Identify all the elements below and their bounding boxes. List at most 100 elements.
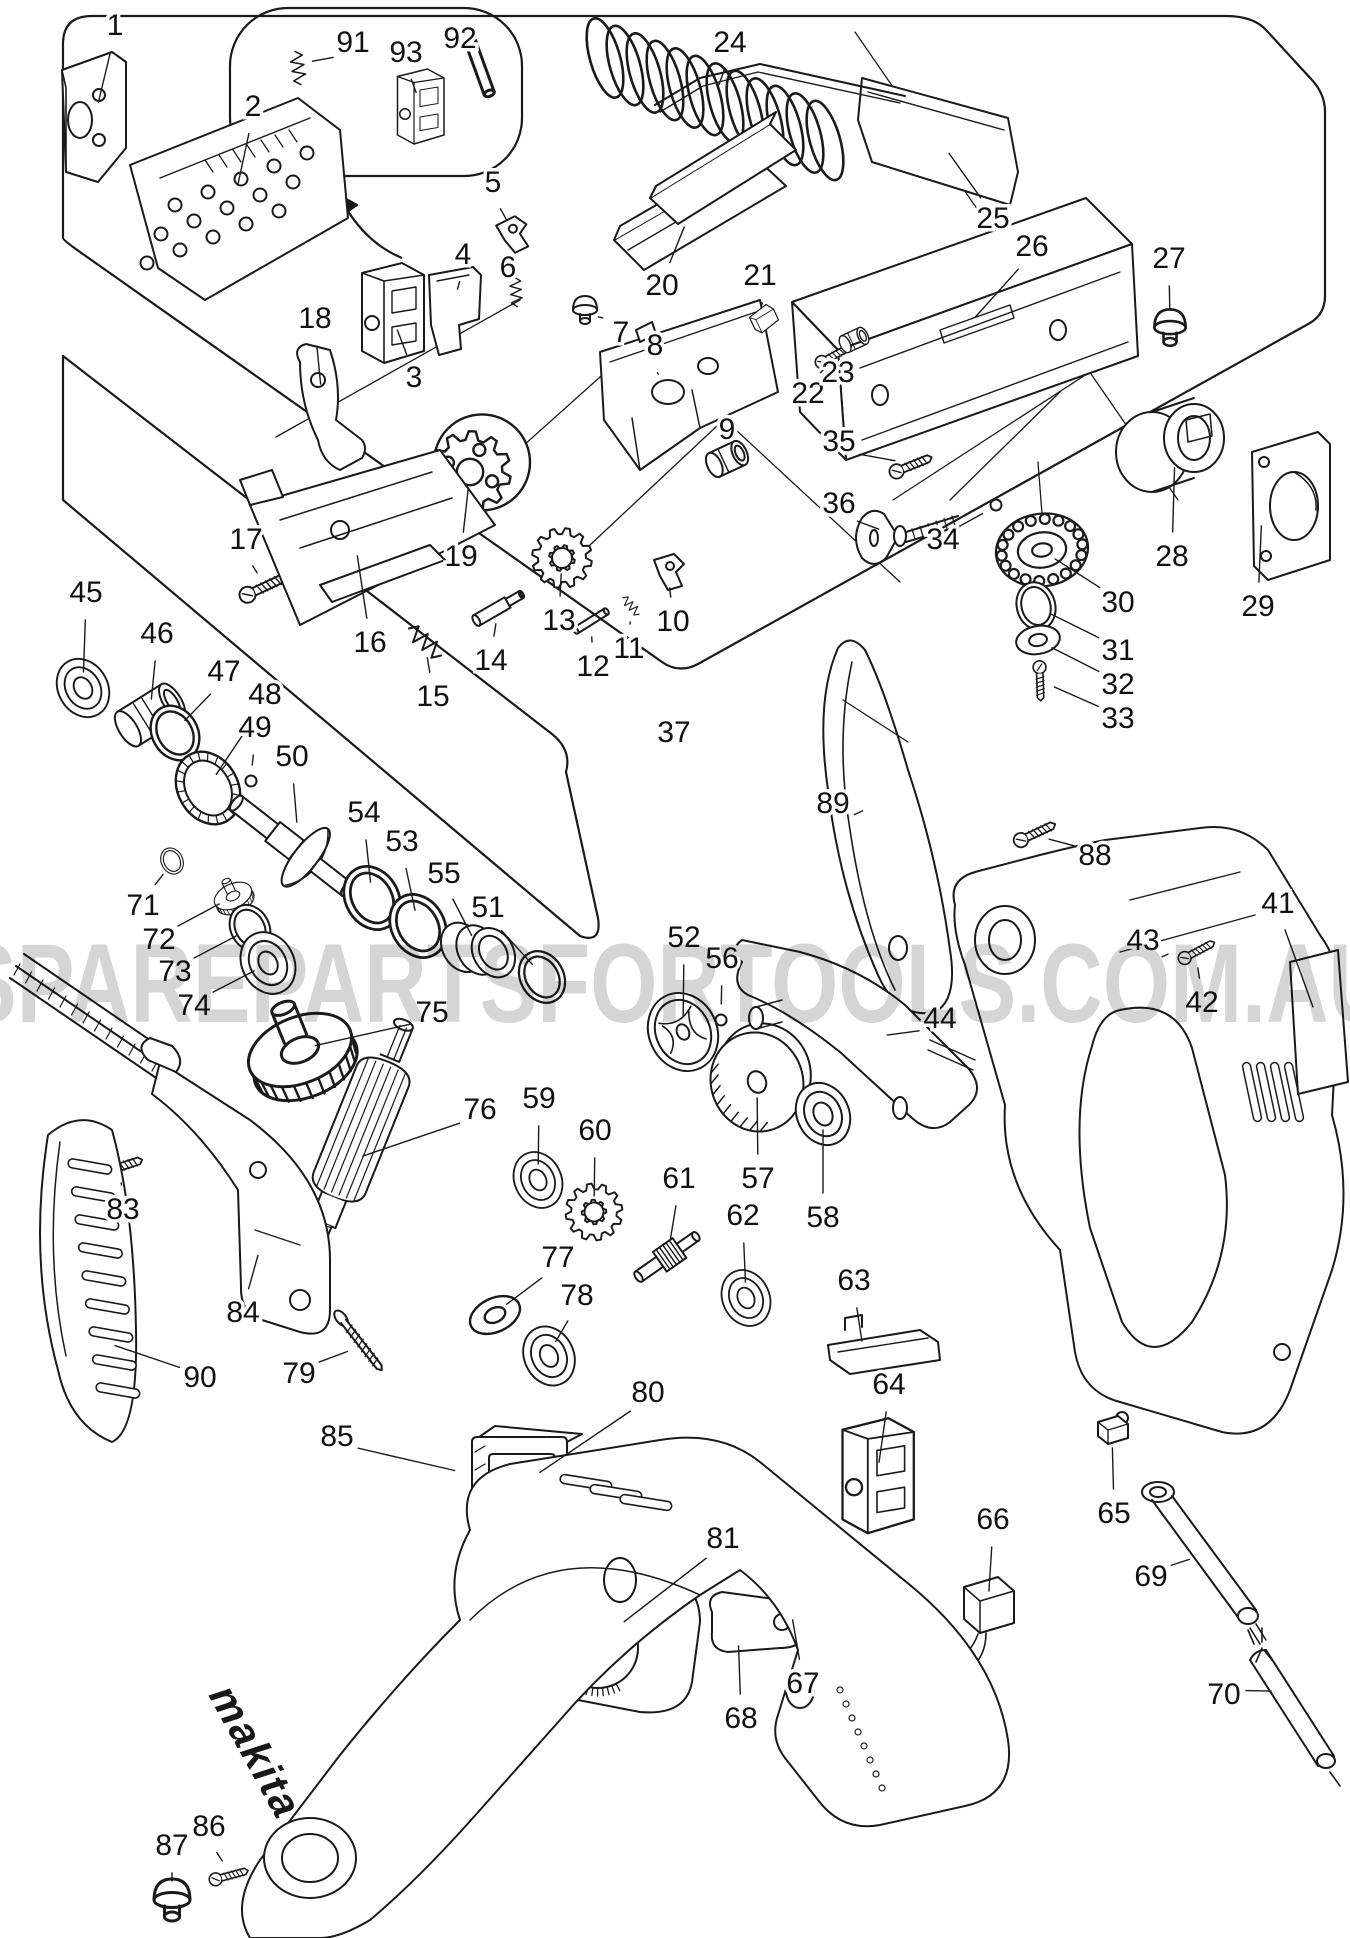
part-label-46: 46: [140, 617, 173, 650]
part-60: [564, 1182, 624, 1242]
part-label-78: 78: [560, 1279, 593, 1312]
part-label-2: 2: [245, 90, 262, 123]
part-63: [827, 1314, 941, 1375]
part-label-59: 59: [522, 1082, 555, 1115]
leader-90: [114, 1344, 181, 1369]
part-label-23: 23: [821, 356, 854, 389]
part-label-57: 57: [741, 1162, 774, 1195]
leader-66: [988, 1546, 993, 1592]
part-93: [396, 68, 445, 145]
leader-22: [819, 368, 825, 374]
part-label-35: 35: [822, 425, 855, 458]
leader-51: [500, 929, 533, 966]
leader-49: [251, 754, 255, 766]
part-28: [1115, 397, 1225, 493]
leader-3: [396, 329, 408, 355]
part-label-68: 68: [724, 1702, 757, 1735]
leader-67: [791, 1619, 801, 1660]
leader-81: [623, 1557, 707, 1623]
leader-34: [960, 512, 984, 526]
part-label-45: 45: [69, 576, 102, 609]
leader-68: [737, 1645, 741, 1695]
part-label-60: 60: [578, 1114, 611, 1147]
leader-80: [539, 1410, 632, 1474]
part-label-25: 25: [976, 202, 1009, 235]
part-label-56: 56: [705, 942, 738, 975]
part-66: [957, 1576, 1015, 1666]
leader-85: [357, 1447, 456, 1472]
part-label-75: 75: [415, 996, 448, 1029]
leader-2: [237, 132, 250, 185]
part-label-93: 93: [389, 36, 422, 69]
part-29: [1251, 431, 1331, 581]
part-label-72: 72: [142, 923, 175, 956]
part-label-9: 9: [719, 413, 736, 446]
leader-54: [365, 839, 372, 883]
part-label-20: 20: [645, 269, 678, 302]
leader-62: [743, 1242, 747, 1283]
part-48: [174, 750, 242, 826]
leader-64: [878, 1411, 887, 1463]
part-label-53: 53: [385, 825, 418, 858]
leader-36: [856, 520, 880, 530]
part-77: [468, 1294, 522, 1336]
leader-63: [856, 1307, 863, 1342]
part-label-4: 4: [455, 238, 472, 271]
leader-15: [426, 657, 431, 673]
part-61: [633, 1231, 701, 1283]
part-label-62: 62: [726, 1199, 759, 1232]
part-15: [407, 625, 443, 659]
part-label-8: 8: [647, 329, 664, 362]
part-57: [709, 1022, 812, 1133]
part-label-92: 92: [443, 22, 476, 55]
part-label-34: 34: [926, 523, 959, 556]
part-58: [794, 1081, 852, 1147]
part-50: [229, 794, 354, 898]
part-label-47: 47: [207, 655, 240, 688]
leader-46: [150, 660, 156, 700]
part-86: [208, 1867, 249, 1887]
leader-30: [1054, 558, 1101, 589]
part-91: [289, 50, 307, 86]
part-label-29: 29: [1241, 590, 1274, 623]
part-9: [704, 439, 750, 479]
part-label-41: 41: [1261, 887, 1294, 920]
leader-78: [554, 1320, 569, 1343]
part-label-50: 50: [275, 740, 308, 773]
part-8: [599, 299, 779, 471]
part-label-14: 14: [474, 644, 507, 677]
part-label-70: 70: [1207, 1678, 1240, 1711]
part-23: [838, 326, 870, 354]
part-label-36: 36: [822, 487, 855, 520]
part-label-64: 64: [872, 1368, 905, 1401]
part-label-91: 91: [336, 26, 369, 59]
part-90: [39, 1119, 141, 1443]
part-label-83: 83: [106, 1193, 139, 1226]
part-label-48: 48: [248, 678, 281, 711]
leader-43: [1161, 953, 1169, 958]
part-label-55: 55: [427, 857, 460, 890]
leader-16: [356, 555, 368, 619]
part-label-44: 44: [923, 1002, 956, 1035]
leader-42: [1197, 967, 1201, 979]
part-label-52: 52: [667, 921, 700, 954]
part-44: [734, 939, 978, 1129]
leader-41: [1284, 929, 1314, 1008]
part-label-42: 42: [1185, 986, 1218, 1019]
leader-45: [82, 619, 87, 673]
leader-65: [1111, 1447, 1115, 1490]
leader-93: [410, 78, 417, 94]
leader-53: [405, 867, 416, 911]
part-32: [1015, 624, 1061, 656]
leader-59: [537, 1125, 540, 1165]
part-13: [531, 527, 593, 589]
part-label-13: 13: [542, 604, 575, 637]
leader-14: [493, 623, 497, 637]
leader-25: [948, 152, 982, 199]
part-label-12: 12: [576, 650, 609, 683]
part-21: [748, 303, 780, 334]
leader-77: [506, 1277, 543, 1305]
leader-69: [1170, 1558, 1191, 1566]
part-label-74: 74: [177, 989, 210, 1022]
